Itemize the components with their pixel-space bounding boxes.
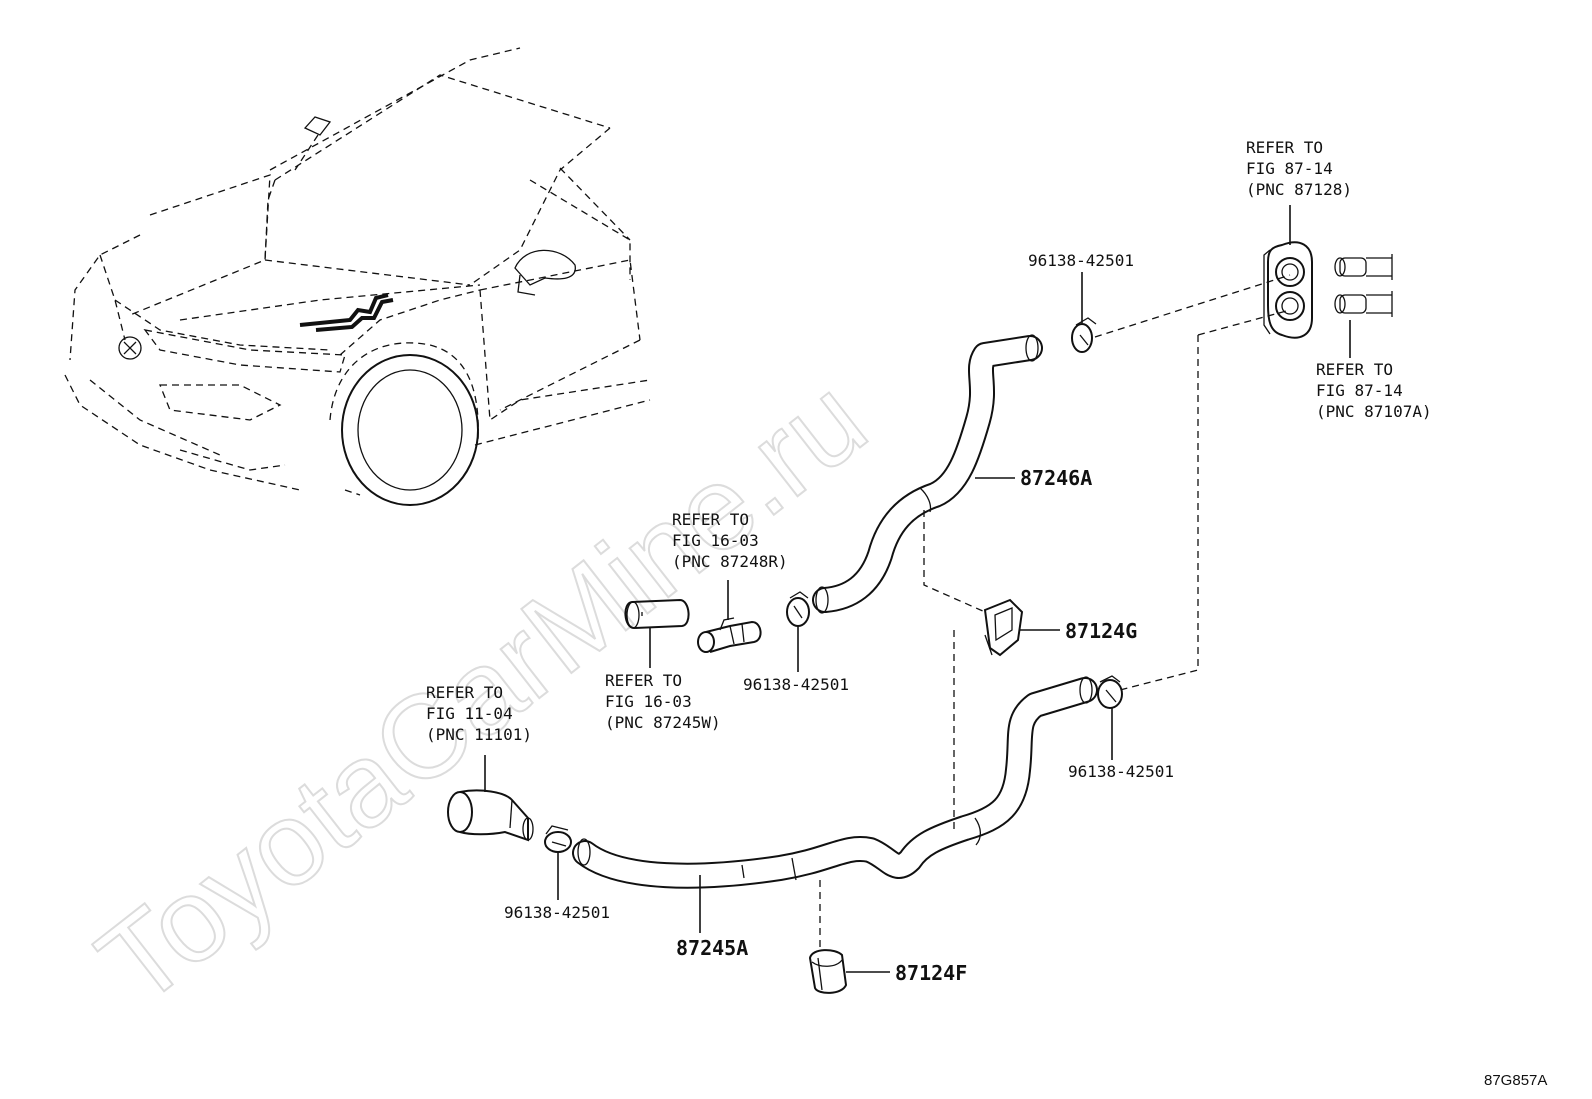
svg-text:FIG 11-04: FIG 11-04 [426, 704, 513, 723]
svg-text:(PNC 87128): (PNC 87128) [1246, 180, 1352, 199]
bypass-pipe [624, 598, 690, 630]
callout-heater-unit: REFER TO FIG 87-14 (PNC 87128) [1246, 138, 1352, 199]
part-87246a: 87246A [1020, 466, 1092, 490]
svg-text:(PNC 87245W): (PNC 87245W) [605, 713, 721, 732]
callout-engine-outlet: REFER TO FIG 11-04 (PNC 11101) [426, 683, 532, 744]
svg-text:FIG 87-14: FIG 87-14 [1316, 381, 1403, 400]
part-clip-left: 96138-42501 [504, 903, 610, 922]
svg-text:REFER TO: REFER TO [426, 683, 503, 702]
svg-text:FIG 16-03: FIG 16-03 [605, 692, 692, 711]
leader-lines [484, 205, 1351, 973]
svg-text:(PNC 11101): (PNC 11101) [426, 725, 532, 744]
clip-mid [786, 591, 810, 627]
part-87245a: 87245A [676, 936, 748, 960]
part-87124f: 87124F [895, 961, 967, 985]
svg-text:REFER TO: REFER TO [1246, 138, 1323, 157]
svg-text:FIG 87-14: FIG 87-14 [1246, 159, 1333, 178]
svg-text:REFER TO: REFER TO [605, 671, 682, 690]
svg-text:(PNC 87107A): (PNC 87107A) [1316, 402, 1432, 421]
callout-bypass-pipe: REFER TO FIG 16-03 (PNC 87245W) [605, 671, 721, 732]
outlet-pipe [697, 617, 762, 653]
clamp-87124g [983, 598, 1024, 657]
connection-lines [819, 274, 1291, 948]
part-clip-mid: 96138-42501 [743, 675, 849, 694]
callout-outlet-pipe: REFER TO FIG 16-03 (PNC 87248R) [672, 510, 788, 571]
svg-text:REFER TO: REFER TO [672, 510, 749, 529]
hose-87245a [572, 676, 1098, 889]
part-clip-right: 96138-42501 [1068, 762, 1174, 781]
vehicle-illustration [64, 47, 651, 506]
clamp-87124f [808, 949, 848, 994]
water-valve-pipes [1334, 254, 1393, 317]
heater-unit-flange [1263, 241, 1313, 339]
figure-code: 87G857A [1484, 1072, 1547, 1089]
engine-water-outlet [447, 789, 534, 842]
hose-87246a [812, 334, 1043, 614]
clip-right [1097, 675, 1123, 709]
svg-text:(PNC 87248R): (PNC 87248R) [672, 552, 788, 571]
svg-text:REFER TO: REFER TO [1316, 360, 1393, 379]
clip-left [544, 825, 572, 853]
clip-top [1071, 317, 1097, 353]
callout-water-valve: REFER TO FIG 87-14 (PNC 87107A) [1316, 360, 1432, 421]
svg-text:FIG 16-03: FIG 16-03 [672, 531, 759, 550]
part-87124g: 87124G [1065, 619, 1137, 643]
part-clip-top: 96138-42501 [1028, 251, 1134, 270]
